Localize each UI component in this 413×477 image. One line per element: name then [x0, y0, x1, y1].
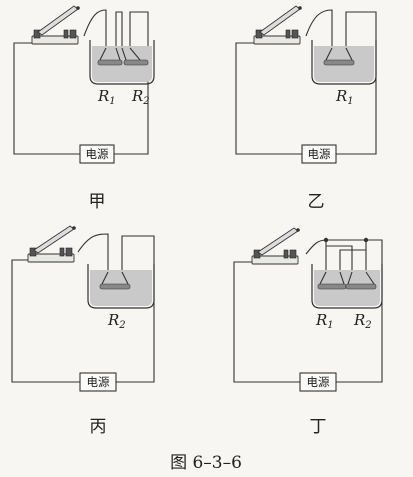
circuit-wire [233, 239, 383, 383]
power-source [79, 144, 115, 164]
power-source-label: 电源 [308, 147, 331, 161]
knife-switch [31, 5, 80, 45]
resistor-label: R2 [131, 87, 150, 107]
knife-switch [251, 227, 300, 265]
panel-jia: R1 R2 电源 甲 [13, 5, 155, 212]
circuit-wire [235, 11, 377, 155]
panel-ding: R1 R2 电源 丁 [233, 227, 383, 437]
panel-label: 丁 [310, 417, 327, 437]
circuit-wire [305, 9, 333, 48]
power-source [79, 372, 117, 392]
resistor-coil-r1 [323, 47, 355, 66]
panel-yi: R1 电源 乙 [235, 5, 377, 212]
resistor-coil-r2 [121, 47, 149, 66]
resistor-label: R2 [107, 311, 126, 331]
knife-switch [27, 225, 76, 263]
power-source [299, 372, 337, 392]
resistor-label: R1 [97, 87, 116, 107]
junction-node [323, 237, 329, 243]
circuit-wire [77, 233, 109, 272]
circuit-wire [325, 240, 367, 272]
circuit-wire [83, 9, 107, 48]
resistor-coil-r2 [345, 271, 377, 290]
panel-bing: R2 电源 丙 [11, 225, 155, 437]
circuit-wire [115, 11, 123, 48]
panel-label: 乙 [308, 192, 325, 212]
circuit-wire [13, 11, 149, 155]
circuit-wire [11, 235, 155, 383]
power-source-label: 电源 [307, 375, 330, 389]
figure-caption: 图 6–3–6 [170, 453, 242, 473]
power-source [301, 144, 337, 164]
resistor-label: R1 [315, 311, 334, 331]
panel-label: 丙 [90, 417, 107, 437]
power-source-label: 电源 [86, 147, 109, 161]
power-source-label: 电源 [87, 375, 110, 389]
resistor-coil-r1 [317, 271, 347, 290]
resistor-label: R2 [353, 311, 372, 331]
panel-label: 甲 [89, 192, 106, 212]
knife-switch [253, 5, 302, 45]
resistor-coil-r2 [99, 271, 131, 290]
circuit-wire [305, 239, 366, 255]
resistor-label: R1 [335, 87, 354, 107]
resistor-coil-r1 [97, 47, 123, 66]
junction-node [363, 237, 369, 243]
